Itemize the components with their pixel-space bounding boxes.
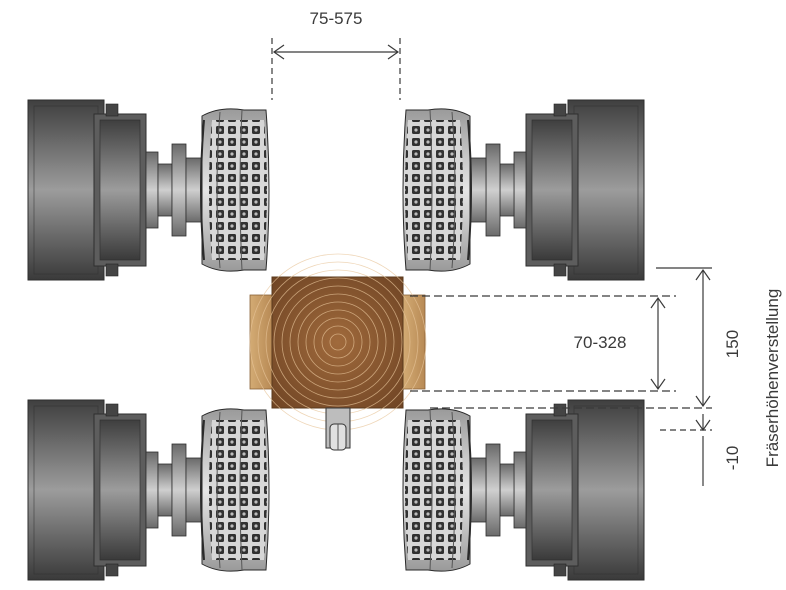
adjust-offset-label: -10 [723, 446, 742, 471]
height-adjustment-label: Fräserhöhenverstellung [763, 289, 782, 468]
cutter-unit-top-left [27, 99, 270, 281]
cutter-unit-bottom-right [402, 399, 645, 581]
timber-block [249, 253, 427, 431]
feed-roller [325, 407, 351, 451]
cutter-unit-bottom-left [27, 399, 270, 581]
top-width-label: 75-575 [310, 9, 363, 28]
dimension-lines [271, 38, 712, 486]
cutter-unit-top-right [402, 99, 645, 281]
timber-height-label: 70-328 [574, 333, 627, 352]
adjust-range-label: 150 [723, 330, 742, 358]
